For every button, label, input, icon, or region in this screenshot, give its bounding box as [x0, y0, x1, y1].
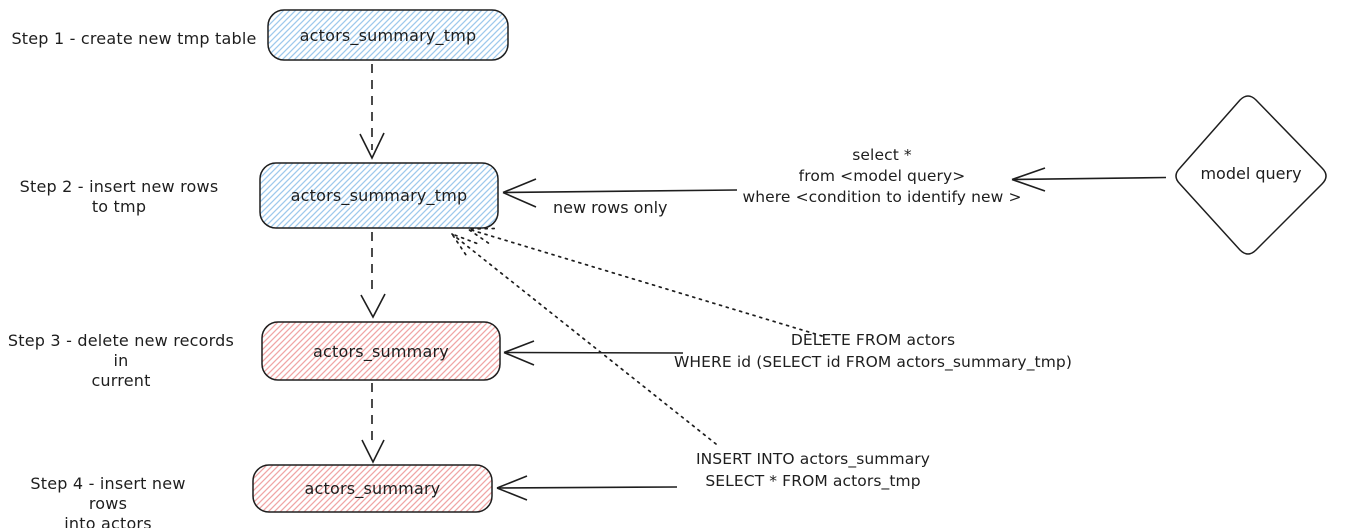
dashed-arrow-step3-step4 [361, 383, 385, 464]
node-step2-label: actors_summary_tmp [290, 186, 468, 205]
dashed-arrow-step1-step2 [359, 64, 385, 160]
solid-arrow-new-rows-arrowhead [502, 178, 537, 208]
delete-query-line2: WHERE id (SELECT id FROM actors_summary_… [673, 353, 1073, 371]
step3-label-line1: Step 3 - delete new records in [7, 331, 235, 370]
solid-arrow-insert-line [496, 486, 678, 489]
solid-arrow-model-query-arrowhead [1011, 167, 1046, 192]
dotted-arrow-delete-ref [465, 227, 823, 337]
model-query-diamond [1175, 95, 1327, 255]
step2-label-line2: to tmp [91, 197, 147, 216]
solid-arrow-insert-arrowhead [496, 475, 528, 501]
dotted-arrow-insert-ref-line [451, 233, 717, 445]
step4-label: Step 4 - insert new rows into actors [12, 474, 204, 528]
dashed-arrow-step2-step3-arrowhead [360, 293, 386, 319]
dotted-arrow-insert-ref [449, 232, 717, 445]
node-box-step4 [252, 464, 493, 513]
model-query-label: model query [1200, 163, 1302, 183]
node-step3-label: actors_summary [313, 341, 449, 361]
delete-query-line1: DELETE FROM actors [790, 331, 956, 349]
node-box-step1 [267, 9, 509, 61]
step4-label-line2: into actors [64, 514, 152, 528]
node-step1-label: actors_summary_tmp [299, 25, 477, 45]
insert-query-line1: INSERT INTO actors_summary [695, 450, 931, 468]
step1-label: Step 1 - create new tmp table [8, 29, 260, 49]
dashed-arrow-step1-step2-arrowhead [359, 132, 385, 160]
node-box-step3 [261, 321, 501, 381]
step3-label: Step 3 - delete new records in current [6, 331, 236, 391]
dashed-arrow-step2-step3 [360, 232, 386, 319]
select-query-annotation: select * from <model query> where <condi… [722, 145, 1042, 208]
node-step4-label: actors_summary [304, 479, 441, 498]
insert-query-line2: SELECT * FROM actors_tmp [705, 472, 921, 490]
node-box-step2 [259, 162, 499, 229]
dotted-arrow-delete-ref-line [467, 228, 823, 337]
solid-arrow-model-query [1011, 167, 1167, 192]
dotted-arrow-insert-ref-arrowhead [449, 232, 478, 257]
step3-label-line2: current [91, 371, 151, 390]
step2-label: Step 2 - insert new rows to tmp [18, 177, 220, 217]
solid-arrow-delete-line [503, 351, 684, 354]
step4-label-line1: Step 4 - insert new rows [30, 474, 186, 513]
solid-arrow-insert [496, 475, 678, 501]
solid-arrow-new-rows [502, 178, 738, 208]
delete-query-annotation: DELETE FROM actors WHERE id (SELECT id F… [671, 329, 1075, 373]
dashed-arrow-step3-step4-arrowhead [361, 439, 385, 464]
solid-arrow-new-rows-line [502, 189, 738, 194]
insert-query-annotation: INSERT INTO actors_summary SELECT * FROM… [663, 448, 963, 492]
select-query-line3: where <condition to identify new > [742, 188, 1022, 206]
dotted-arrow-delete-ref-arrowhead [465, 227, 496, 245]
step2-label-line1: Step 2 - insert new rows [19, 177, 219, 196]
select-query-line2: from <model query> [798, 167, 966, 185]
solid-arrow-delete-arrowhead [503, 340, 535, 366]
select-query-line1: select * [852, 146, 912, 164]
step1-label-line1: Step 1 - create new tmp table [11, 29, 257, 48]
solid-arrow-model-query-line [1011, 176, 1167, 181]
new-rows-only-label: new rows only [553, 198, 668, 217]
solid-arrow-delete [503, 340, 684, 366]
